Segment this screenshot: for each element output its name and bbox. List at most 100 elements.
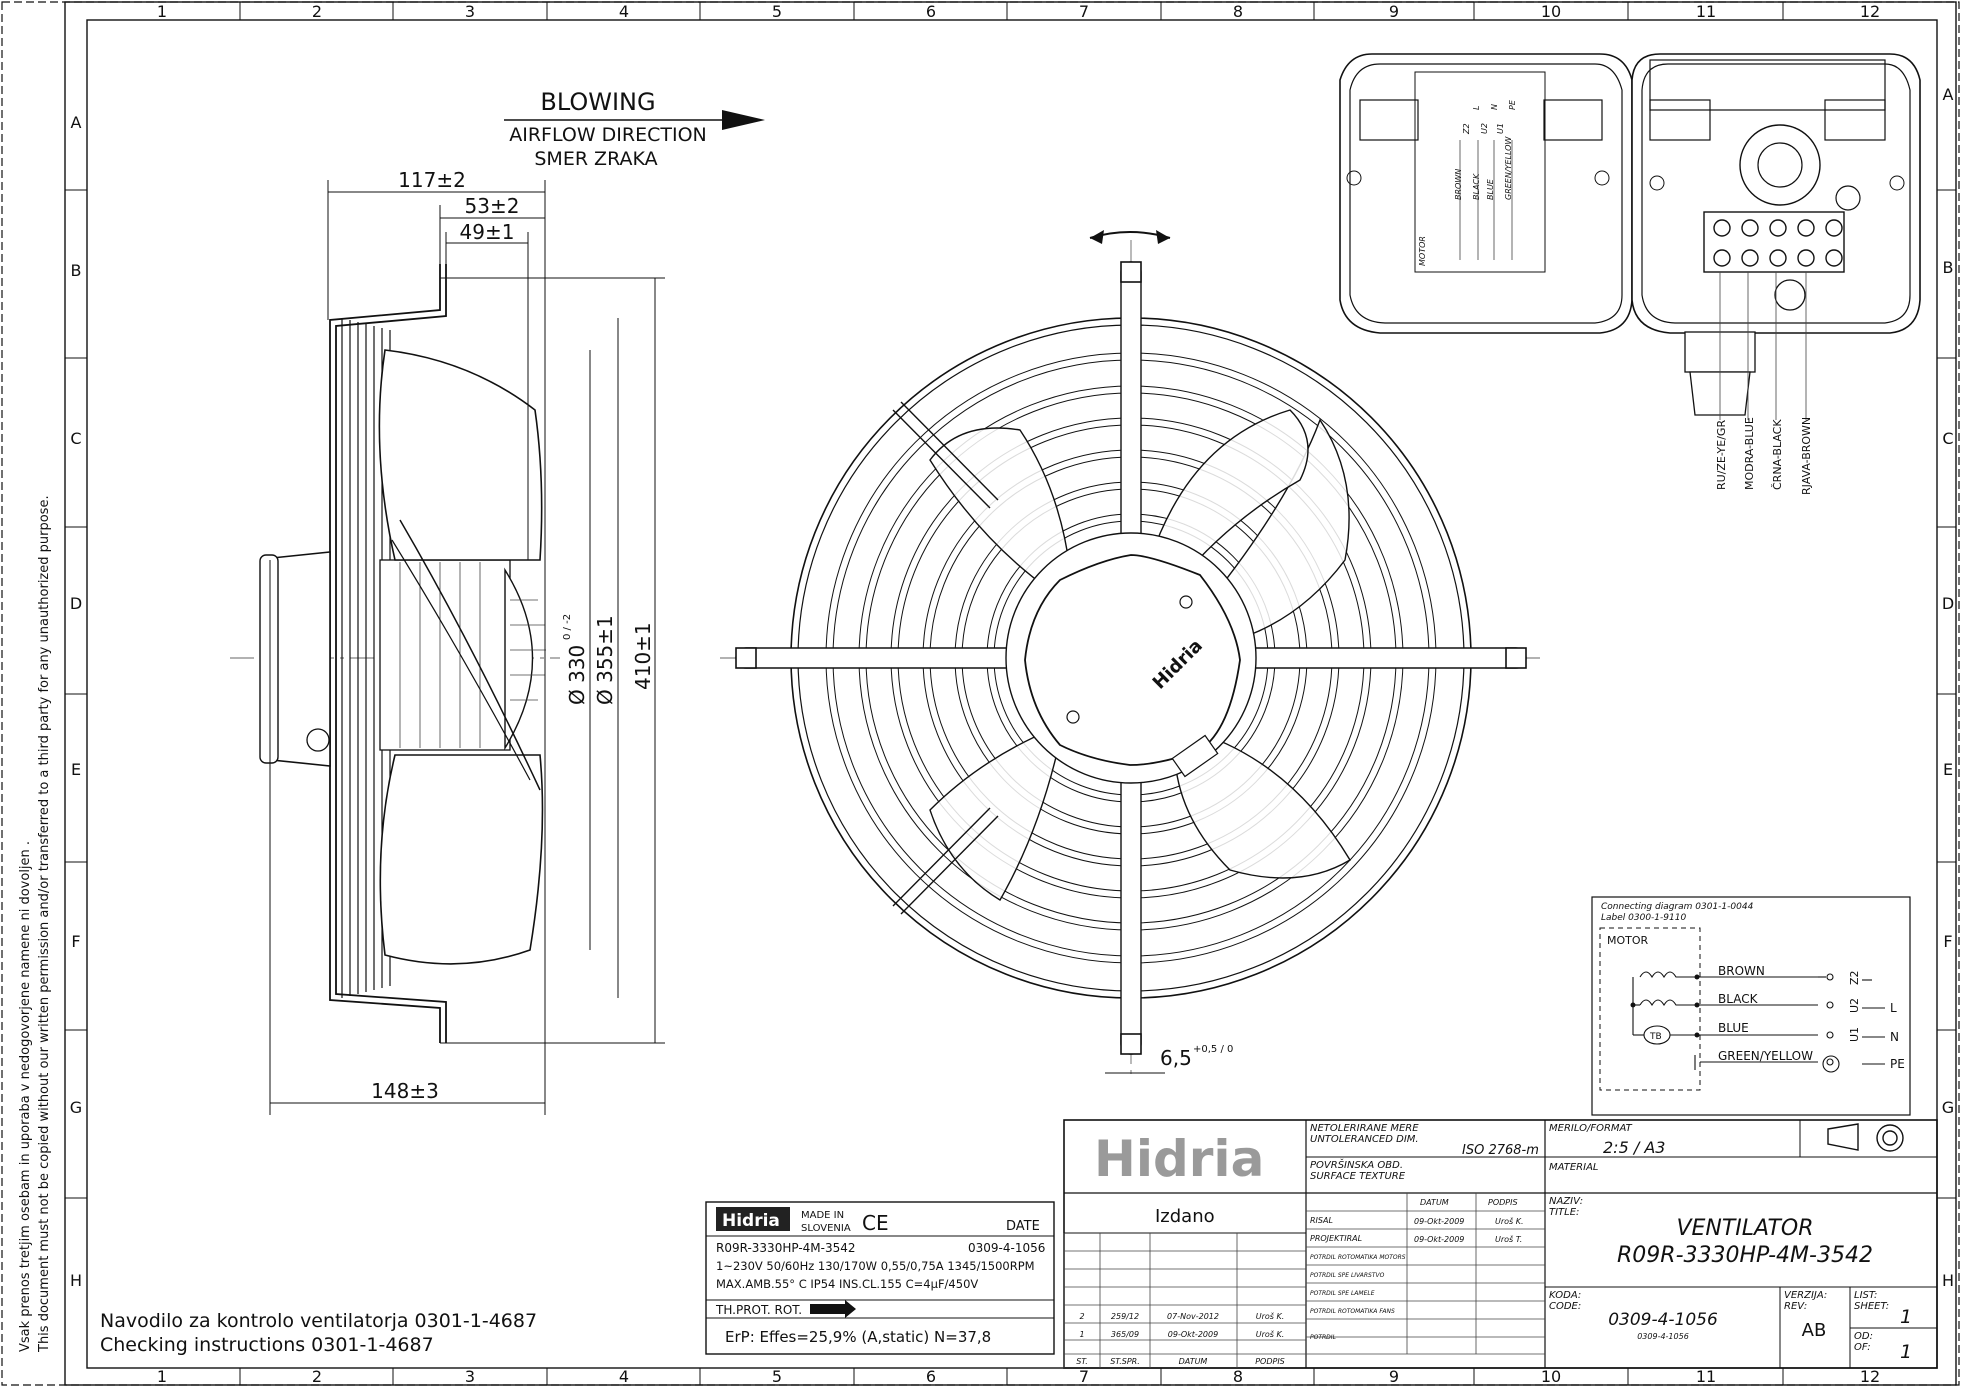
potrdil-2: POTRDIL SPE LIVARSTVO (1310, 1272, 1385, 1279)
rev-row-2-datum: 07-Nov-2012 (1167, 1312, 1219, 1321)
conn-green-yellow: GREEN/YELLOW (1718, 1049, 1813, 1063)
mini-label-brown: BROWN (1454, 169, 1463, 200)
conn-label: Label 0300-1-9110 (1601, 913, 1686, 923)
airflow-line2: SMER ZRAKA (534, 148, 657, 170)
plate-code: 0309-4-1056 (968, 1241, 1045, 1255)
conn-motor: MOTOR (1607, 934, 1649, 947)
grid-col-top: 8 (1233, 2, 1243, 21)
mini-label-u1: U1 (1496, 123, 1505, 134)
plate-erp: ErP: Effes=25,9% (A,static) N=37,8 (725, 1328, 991, 1346)
rev-head-stspr: ST.SPR. (1110, 1357, 1140, 1366)
code-lbl: CODE: (1549, 1301, 1581, 1312)
grid-col-top: 11 (1696, 2, 1716, 21)
label-plate: Hidria MADE IN SLOVENIA CE DATE R09R-333… (705, 1201, 1055, 1355)
grid-row-left: A (71, 113, 82, 132)
dim-410: 410±1 (631, 622, 655, 690)
dim-6-5-tol: +0,5 / 0 (1193, 1044, 1233, 1055)
dim-355: Ø 355±1 (593, 615, 617, 705)
podpis-h: PODPIS (1488, 1198, 1518, 1207)
grid-col-bottom: 9 (1389, 1367, 1399, 1386)
conn-z2: Z2 (1848, 970, 1861, 985)
grid-row-left: D (70, 594, 82, 613)
potrdil-5: POTRDIL (1310, 1334, 1336, 1341)
risal-name: Uroš K. (1495, 1216, 1524, 1226)
list-lbl: LIST: (1854, 1290, 1877, 1301)
grid-row-left: G (70, 1098, 82, 1117)
od-lbl: OD: (1854, 1331, 1873, 1342)
mini-label-motor: MOTOR (1418, 236, 1427, 266)
grid-row-right: C (1942, 429, 1953, 448)
grid-col-top: 10 (1541, 2, 1561, 21)
conn-l: L (1890, 1001, 1897, 1015)
grid-col-bottom: 6 (926, 1367, 936, 1386)
risal-date: 09-Okt-2009 (1414, 1217, 1464, 1226)
proj-name: Uroš T. (1495, 1234, 1522, 1244)
merilo-lbl: MERILO/FORMAT (1549, 1123, 1633, 1134)
grid-row-left: B (71, 261, 82, 280)
airflow-arrow-icon (722, 110, 765, 130)
rev-row-1-podpis: Uroš K. (1256, 1329, 1285, 1339)
plate-thprot: TH.PROT. ROT. (715, 1303, 802, 1317)
naziv-lbl: NAZIV: (1549, 1196, 1583, 1207)
instructions-line1: Navodilo za kontrolo ventilatorja 0301-1… (100, 1310, 537, 1332)
grid-col-bottom: 7 (1079, 1367, 1089, 1386)
conn-title: Connecting diagram 0301-1-0044 (1601, 902, 1754, 912)
iso-val: ISO 2768-m (1462, 1143, 1539, 1158)
rev-row-2-podpis: Uroš K. (1256, 1311, 1285, 1321)
grid-col-top: 9 (1389, 2, 1399, 21)
code-small: 0309-4-1056 (1637, 1332, 1689, 1341)
plate-date: DATE (1006, 1219, 1040, 1234)
mini-label-pe: PE (1508, 99, 1517, 110)
risal-lbl: RISAL (1310, 1216, 1333, 1225)
mini-label-z2: Z2 (1462, 123, 1471, 135)
rev-row-1-datum: 09-Okt-2009 (1168, 1330, 1218, 1339)
instructions-line2: Checking instructions 0301-1-4687 (100, 1334, 434, 1356)
projection-symbol-icon (1827, 1123, 1904, 1152)
rotation-direction-icon (810, 1300, 856, 1318)
conn-n: N (1890, 1030, 1899, 1044)
mini-label-black: BLACK (1472, 173, 1481, 200)
plate-made2: SLOVENIA (801, 1223, 851, 1234)
code-val: 0309-4-1056 (1608, 1310, 1718, 1330)
fan-side-view: 117±2 53±2 49±1 148±3 Ø 330 0 / -2 Ø 355… (230, 168, 665, 1115)
grid-col-bottom: 1 (157, 1367, 167, 1386)
grid-row-right: B (1943, 258, 1954, 277)
rev-row-1-stspr: 365/09 (1111, 1330, 1139, 1339)
airflow-direction: BLOWING AIRFLOW DIRECTION SMER ZRAKA (504, 88, 765, 170)
povrs-1: POVRŠINSKA OBD. (1310, 1158, 1403, 1171)
proj-lbl: PROJEKTIRAL (1310, 1234, 1362, 1243)
title-logo: Hidria (1094, 1130, 1264, 1188)
conn-u2: U2 (1848, 998, 1861, 1013)
conn-tb: TB (1649, 1032, 1662, 1042)
rev-head-st: ST. (1076, 1357, 1088, 1366)
potrdil-1: POTRDIL ROTOMATIKA MOTORS (1310, 1254, 1406, 1261)
wire-label-blue: MODRA-BLUE (1743, 417, 1756, 490)
grid-row-right: E (1943, 760, 1953, 779)
grid-col-bottom: 4 (619, 1367, 629, 1386)
drawing-title-2: R09R-3330HP-4M-3542 (1617, 1243, 1873, 1268)
scale-val: 2:5 / A3 (1603, 1138, 1665, 1157)
drawing-title-1: VENTILATOR (1676, 1216, 1813, 1241)
plate-model: R09R-3330HP-4M-3542 (716, 1241, 856, 1255)
conn-blue: BLUE (1718, 1021, 1749, 1035)
wire-label-brown: RJAVA-BROWN (1800, 417, 1813, 495)
rev-row-1-st: 1 (1079, 1330, 1084, 1339)
grid-col-bottom: 12 (1860, 1367, 1880, 1386)
plate-spec2: MAX.AMB.55° C IP54 INS.CL.155 C=4µF/450V (716, 1277, 978, 1291)
dim-53: 53±2 (465, 194, 520, 218)
title-izdano: Izdano (1155, 1206, 1215, 1227)
plate-spec1: 1~230V 50/60Hz 130/170W 0,55/0,75A 1345/… (716, 1259, 1035, 1273)
wire-label-green-yellow: RU/ZE-YE/GR (1715, 420, 1728, 490)
rev-head-podpis: PODPIS (1255, 1357, 1285, 1366)
netol-1: NETOLERIRANE MERE (1310, 1123, 1419, 1134)
grid-row-right: F (1943, 932, 1952, 951)
grid-col-bottom: 5 (772, 1367, 782, 1386)
grid-col-bottom: 10 (1541, 1367, 1561, 1386)
potrdil-4: POTRDIL ROTOMATIKA FANS (1310, 1308, 1395, 1315)
verzija-lbl: VERZIJA: (1784, 1290, 1827, 1301)
netol-2: UNTOLERANCED DIM. (1310, 1134, 1419, 1145)
conn-brown: BROWN (1718, 964, 1765, 978)
grid-row-left: F (71, 932, 80, 951)
rev-row-2-st: 2 (1079, 1312, 1084, 1321)
grid-col-top: 4 (619, 2, 629, 21)
